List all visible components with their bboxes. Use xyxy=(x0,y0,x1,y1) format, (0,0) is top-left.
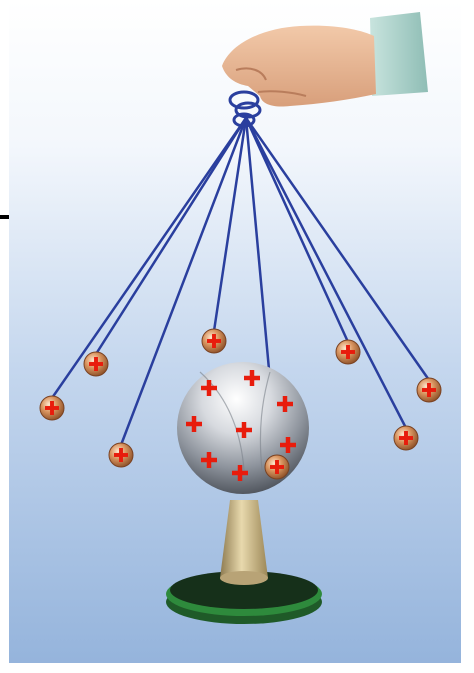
charged-pith-ball-icon xyxy=(84,352,108,376)
charged-pith-ball-icon xyxy=(202,329,226,353)
charged-pith-ball-icon xyxy=(336,340,360,364)
charged-pith-ball-icon xyxy=(40,396,64,420)
charged-pith-ball-icon xyxy=(109,443,133,467)
charged-pith-ball-icon xyxy=(394,426,418,450)
edge-marker xyxy=(0,215,9,219)
charged-pith-ball-icon xyxy=(417,378,441,402)
charged-pith-ball-icon xyxy=(265,455,289,479)
